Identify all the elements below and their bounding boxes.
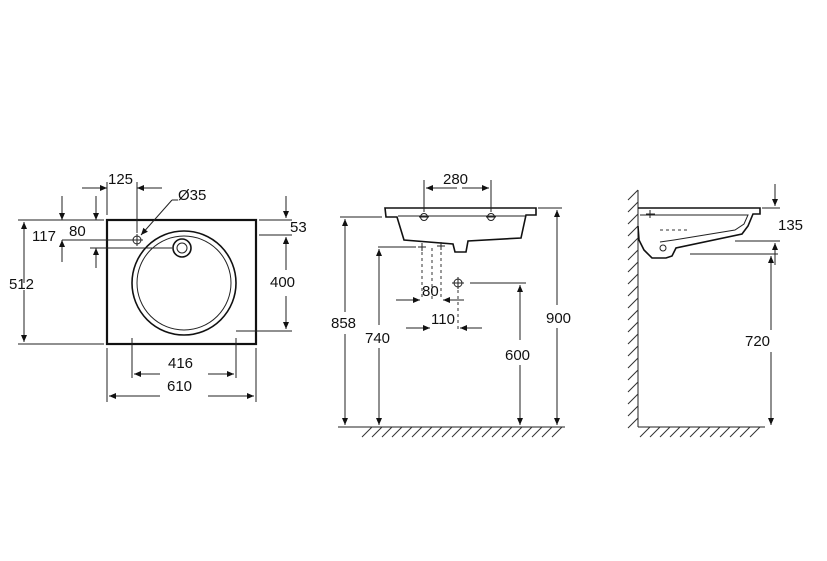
trap-point-icon	[452, 277, 464, 289]
dim-740-label: 740	[365, 330, 390, 347]
dim-416-label: 416	[168, 355, 193, 372]
floor-hatch	[361, 426, 563, 438]
drain-inner	[176, 242, 188, 254]
waste-point-left-icon	[418, 243, 426, 251]
bowl-inner	[136, 235, 232, 331]
dim-400-label: 400	[270, 274, 295, 291]
dim-80-top-label: 80	[69, 223, 86, 240]
dim-610-label: 610	[167, 378, 192, 395]
bowl-outer	[131, 230, 237, 336]
tap-hole-icon	[131, 234, 143, 246]
dim-600-label: 600	[505, 347, 530, 364]
dim-900-label: 900	[546, 310, 571, 327]
dim-720-label: 720	[745, 333, 770, 350]
dim-512-label: 512	[9, 276, 34, 293]
dim-80-front-label: 80	[422, 283, 439, 300]
drain-outer	[172, 238, 192, 258]
side-view: 135 720	[627, 184, 803, 438]
dim-125-label: 125	[108, 171, 133, 188]
top-view: Ø35 125 117 80 512 53 400	[9, 171, 307, 402]
dim-hole-label: Ø35	[178, 187, 206, 204]
waste-point-right-icon	[437, 242, 445, 250]
basin-front-outline	[384, 207, 537, 253]
dim-280-label: 280	[443, 171, 468, 188]
dim-117-label: 117	[32, 228, 56, 245]
dim-53-label: 53	[290, 219, 307, 236]
tap-hole-left-icon	[419, 213, 429, 221]
dim-110-label: 110	[431, 311, 455, 328]
basin-side-outline	[637, 207, 761, 259]
tap-hole-right-icon	[486, 213, 496, 221]
wall-hatch	[627, 189, 639, 429]
front-view: 280 80 110 858	[331, 171, 571, 438]
dim-858-label: 858	[331, 315, 356, 332]
side-floor-hatch	[639, 426, 761, 438]
dim-135-label: 135	[778, 217, 803, 234]
basin-outline	[105, 218, 258, 346]
